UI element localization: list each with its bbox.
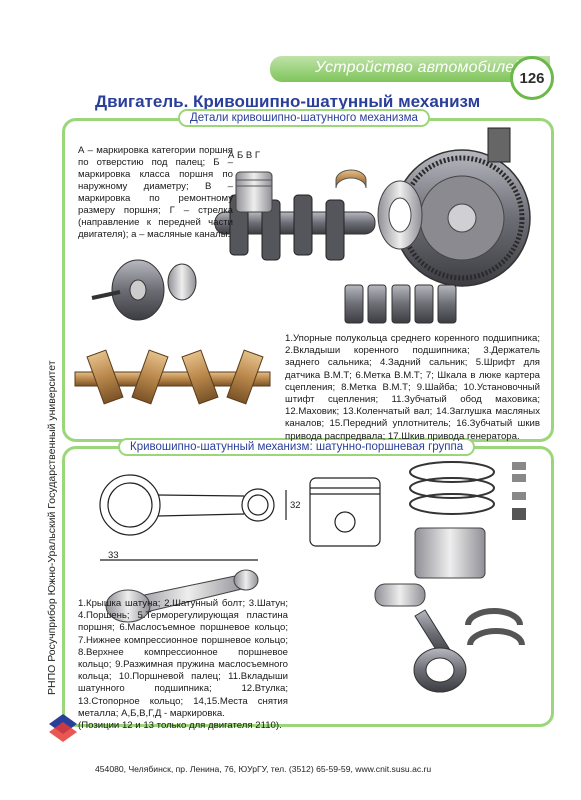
parts-legend: 1.Упорные полукольца среднего коренного … — [285, 333, 540, 442]
conrod-line-drawing — [99, 474, 287, 561]
pulley-drawing — [91, 259, 197, 321]
footer-address: 454080, Челябинск, пр. Ленина, 76, ЮУрГУ… — [95, 764, 432, 774]
chapter-title: Устройство автомобилей — [315, 59, 524, 76]
conrod-3d-drawing — [105, 569, 259, 623]
crankshaft-drawing — [214, 194, 376, 261]
marking-note: А – маркировка категории поршня по отвер… — [78, 145, 233, 240]
main-bearing-shells — [335, 169, 367, 189]
piston-group-legend-note: (Позиции 12 и 13 только для двигателя 21… — [78, 720, 282, 732]
callout-letters-top: А Б В Г — [228, 150, 260, 161]
piston-group-legend-text: 1.Крышка шатуна; 2.Шатунный болт; 3.Шату… — [78, 598, 288, 719]
piston-exploded-drawing — [374, 527, 525, 693]
callout-dim-33: 33 — [108, 550, 119, 561]
page-title: Двигатель. Кривошипно-шатунный механизм — [95, 92, 481, 111]
seal-holder-drawing — [377, 180, 423, 250]
publisher-logo-icon — [49, 714, 77, 742]
callout-dim-32: 32 — [290, 500, 301, 511]
chapter-band — [270, 56, 550, 82]
piston-group-legend: 1.Крышка шатуна; 2.Шатунный болт; 3.Шату… — [78, 598, 288, 732]
section-label-piston-group: Кривошипно-шатунный механизм: шатунно-по… — [118, 438, 476, 456]
bearing-shells-row — [344, 284, 457, 324]
piston-drawing-top — [235, 171, 273, 213]
section-label-parts: Детали кривошипно-шатунного механизма — [178, 109, 430, 127]
page-number: 126 — [510, 56, 554, 100]
piston-line-drawing — [309, 477, 381, 547]
crankshaft-section-drawing — [74, 349, 271, 405]
piston-rings-drawing — [409, 461, 495, 515]
flywheel-drawing — [393, 149, 531, 287]
ring-samples-drawing — [487, 127, 526, 520]
